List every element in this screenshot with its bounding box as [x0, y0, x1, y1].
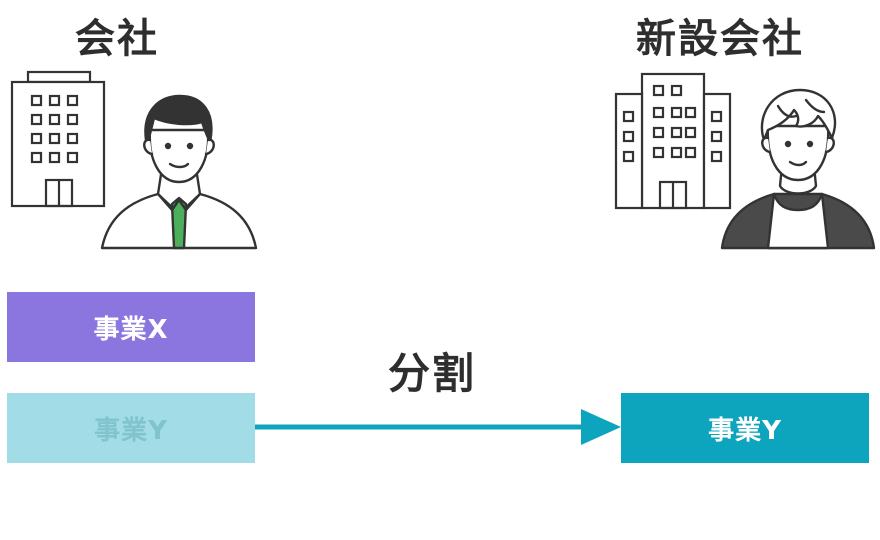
business-x-box: 事業X — [7, 292, 255, 362]
business-y-source-box: 事業Y — [7, 393, 255, 463]
arrow-head — [581, 409, 621, 445]
building-icon — [614, 72, 732, 210]
new-company-title: 新設会社 — [636, 16, 804, 62]
split-arrow — [255, 409, 621, 445]
company-title: 会社 — [75, 16, 159, 62]
split-label: 分割 — [388, 349, 477, 398]
business-y-new-box: 事業Y — [621, 393, 869, 463]
building-icon — [10, 70, 106, 208]
businessman-icon — [100, 94, 258, 250]
person-icon — [720, 88, 876, 250]
